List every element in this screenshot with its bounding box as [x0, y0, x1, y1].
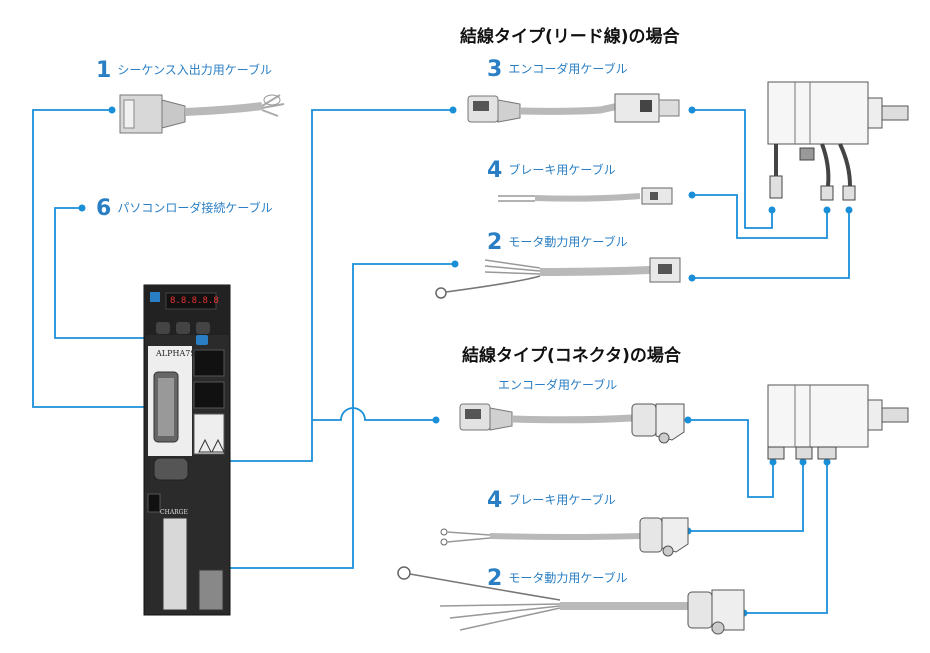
- label-encoder-connector: エンコーダ用ケーブル: [498, 376, 617, 393]
- cable-brake-lead-illustration: [498, 187, 673, 205]
- line-power-to-motor-a: [692, 210, 850, 279]
- label-cable-2a-number: 2: [487, 230, 503, 255]
- cable-sequence-io-illustration: [119, 94, 285, 134]
- label-cable-2b-text: モータ動力用ケーブル: [508, 571, 628, 585]
- cable-power-connector-illustration: [397, 566, 745, 635]
- label-cable-4a-text: ブレーキ用ケーブル: [508, 163, 616, 177]
- cable-encoder-connector-illustration: [459, 403, 685, 444]
- label-cable-1-text: シーケンス入出力用ケーブル: [117, 63, 272, 77]
- label-cable-3-text: エンコーダ用ケーブル: [508, 62, 628, 76]
- label-cable-4b-number: 4: [487, 488, 503, 513]
- line-encoder-to-motor-a: [692, 109, 773, 229]
- label-cable-6-number: 6: [96, 196, 112, 221]
- label-cable-4b-text: ブレーキ用ケーブル: [508, 493, 616, 507]
- label-cable-3: 3 エンコーダ用ケーブル: [487, 57, 628, 82]
- label-cable-2a: 2 モータ動力用ケーブル: [487, 230, 628, 255]
- label-cable-6-text: パソコンローダ接続ケーブル: [117, 201, 273, 215]
- cable-brake-connector-illustration: [440, 517, 689, 557]
- label-cable-4a-number: 4: [487, 158, 503, 183]
- label-cable-4b: 4 ブレーキ用ケーブル: [487, 488, 616, 513]
- line-pc-loader: [54, 207, 200, 339]
- label-cable-1-number: 1: [96, 58, 112, 83]
- connection-dots: [78, 106, 853, 617]
- line-brake-to-motor-a: [692, 194, 828, 239]
- servo-motor-connector-type: [767, 384, 909, 460]
- label-cable-3-number: 3: [487, 57, 503, 82]
- driver-model: ALPHA7S: [156, 349, 196, 358]
- line-power-to-motor-b: [744, 462, 828, 614]
- label-cable-2b: 2 モータ動力用ケーブル: [487, 566, 628, 591]
- connection-lines: [32, 109, 850, 614]
- line-brake-to-motor-b: [688, 462, 804, 532]
- label-cable-6: 6 パソコンローダ接続ケーブル: [96, 196, 273, 221]
- label-encoder-connector-text: エンコーダ用ケーブル: [498, 378, 618, 392]
- label-cable-2b-number: 2: [487, 566, 503, 591]
- label-cable-4a: 4 ブレーキ用ケーブル: [487, 158, 616, 183]
- servo-driver: [143, 284, 231, 616]
- servo-motor-lead-type: [767, 81, 909, 201]
- cable-power-lead-illustration: [435, 257, 681, 299]
- line-encoder-connector: [312, 407, 436, 421]
- line-encoder-to-motor-b: [688, 419, 774, 498]
- heading-connector-type: 結線タイプ(コネクタ)の場合: [462, 346, 681, 366]
- label-cable-2a-text: モータ動力用ケーブル: [508, 235, 628, 249]
- driver-display: 8.8.8.8.8: [170, 296, 219, 306]
- line-motor-power: [160, 263, 455, 569]
- driver-charge-label: CHARGE: [160, 509, 188, 516]
- line-encoder-lead: [212, 109, 453, 462]
- line-sequence-io: [32, 109, 160, 408]
- heading-lead-type: 結線タイプ(リード線)の場合: [460, 27, 680, 47]
- label-cable-1: 1 シーケンス入出力用ケーブル: [96, 58, 272, 83]
- cable-encoder-lead-illustration: [467, 93, 680, 123]
